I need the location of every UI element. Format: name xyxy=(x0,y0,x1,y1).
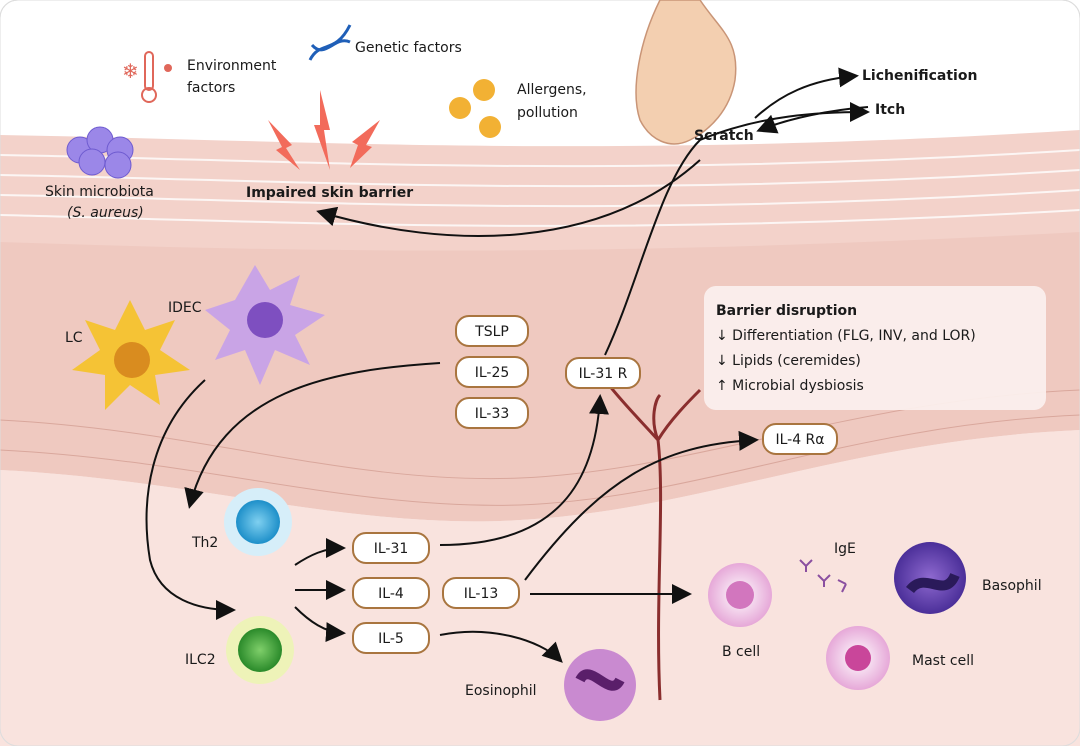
idec-cell xyxy=(205,265,325,385)
keratinocyte-row xyxy=(0,389,1080,506)
arrow-idec-to-ilc2 xyxy=(145,379,236,620)
il4-box: IL-4 xyxy=(352,577,430,609)
eosinophil-cell xyxy=(564,649,636,721)
il33-box: IL-33 xyxy=(455,397,529,429)
nerve-fiber xyxy=(603,379,702,701)
svg-text:IL-31 R: IL-31 R xyxy=(579,366,628,382)
b-cell-label: B cell xyxy=(722,644,760,660)
allergens-label: Allergens, xyxy=(517,82,587,98)
skin-microbiota-label: Skin microbiota xyxy=(45,184,154,200)
stratum-lines xyxy=(0,149,1080,227)
lc-label: LC xyxy=(65,330,83,346)
svg-text:IL-13: IL-13 xyxy=(464,586,499,602)
itch-label: Itch xyxy=(875,102,905,118)
allergen-icon xyxy=(449,79,501,138)
ilc2-label: ILC2 xyxy=(185,652,216,668)
scratch-label: Scratch xyxy=(694,128,754,144)
barrier-item: ↓ Differentiation (FLG, INV, and LOR) xyxy=(716,328,976,344)
arrow-il13-to-il4ra xyxy=(524,430,759,581)
stratum-corneum xyxy=(0,130,1080,251)
arrow-il31r-to-itch xyxy=(604,102,870,356)
allergens-label-2: pollution xyxy=(517,105,578,121)
arrow-il25-to-th2 xyxy=(184,362,441,509)
barrier-item: ↓ Lipids (ceremides) xyxy=(716,353,861,369)
arrow-to-il31 xyxy=(294,538,346,566)
mast-cell xyxy=(826,626,890,690)
impaired-skin-barrier-label: Impaired skin barrier xyxy=(246,185,413,201)
arrow-scratch-to-lichenification xyxy=(754,67,859,119)
svg-text:IL-4 Rα: IL-4 Rα xyxy=(775,432,824,448)
il13-box: IL-13 xyxy=(442,577,520,609)
basophil-label: Basophil xyxy=(982,578,1042,594)
svg-text:TSLP: TSLP xyxy=(474,324,509,340)
lc-cell xyxy=(72,300,190,410)
il31r-box: IL-31 R xyxy=(565,357,641,389)
arrow-il5-to-eosinophil xyxy=(439,630,563,663)
lightning-icon xyxy=(268,90,380,170)
svg-text:IL-5: IL-5 xyxy=(378,631,404,647)
svg-text:IL-33: IL-33 xyxy=(475,406,510,422)
lichenification-label: Lichenification xyxy=(862,68,977,84)
mast-cell-label: Mast cell xyxy=(912,653,974,669)
svg-text:IL-31: IL-31 xyxy=(374,541,409,557)
bacteria-icon xyxy=(66,126,134,179)
ilc2-cell xyxy=(226,616,294,684)
dna-icon xyxy=(308,24,352,61)
arrow-il31-to-il31r xyxy=(439,394,610,546)
idec-label: IDEC xyxy=(168,300,202,316)
ige-antibodies xyxy=(799,559,847,593)
ige-label: IgE xyxy=(834,541,856,557)
il25-box: IL-25 xyxy=(455,356,529,388)
th2-label: Th2 xyxy=(191,535,218,551)
barrier-disruption-title: Barrier disruption xyxy=(716,303,857,319)
svg-text:IL-25: IL-25 xyxy=(475,365,510,381)
il5-box: IL-5 xyxy=(352,622,430,654)
th2-cell xyxy=(224,488,292,556)
svg-text:IL-4: IL-4 xyxy=(378,586,404,602)
basophil-cell xyxy=(894,542,966,614)
barrier-item: ↑ Microbial dysbiosis xyxy=(716,378,864,394)
genetic-factors-label: Genetic factors xyxy=(355,40,462,56)
eosinophil-label: Eosinophil xyxy=(465,683,537,699)
thermometer-icon: ❄ xyxy=(122,51,172,103)
il4ra-box: IL-4 Rα xyxy=(762,423,838,455)
arrow-scratch-to-barrier xyxy=(316,159,701,238)
environment-factors-label-2: factors xyxy=(187,80,235,96)
arrow-to-il5 xyxy=(294,606,346,643)
barrier-disruption-panel: Barrier disruption ↓ Differentiation (FL… xyxy=(704,286,1046,410)
tslp-box: TSLP xyxy=(455,315,529,347)
s-aureus-label: (S. aureus) xyxy=(67,205,144,221)
svg-text:❄: ❄ xyxy=(122,59,139,83)
b-cell xyxy=(708,563,772,627)
finger-icon xyxy=(635,0,737,145)
environment-factors-label: Environment xyxy=(187,58,277,74)
il31-box: IL-31 xyxy=(352,532,430,564)
